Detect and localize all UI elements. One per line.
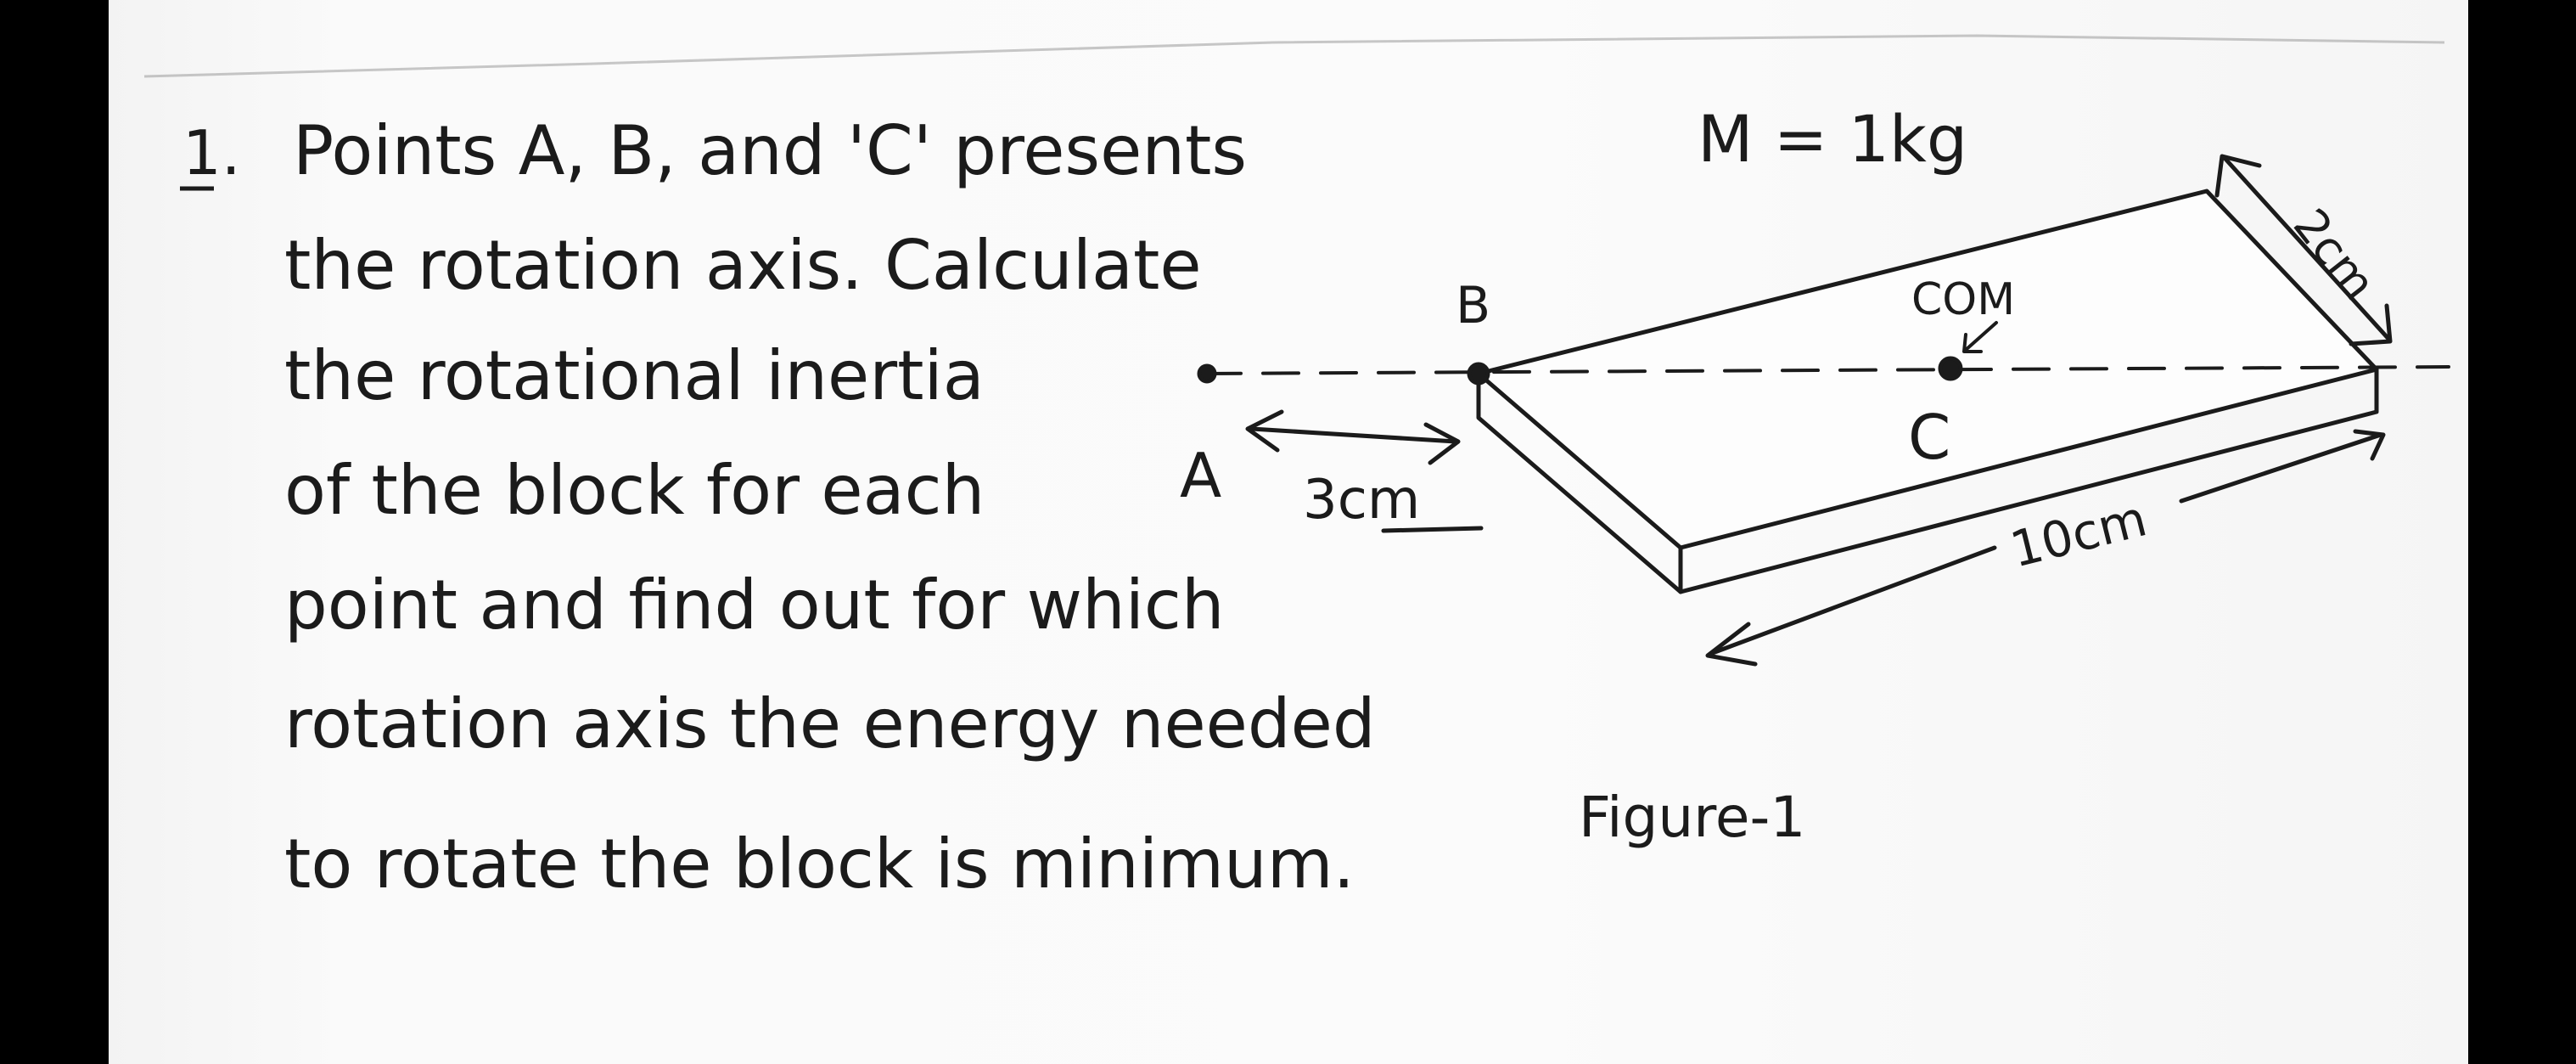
problem-line-2: the rotation axis. Calculate [284, 226, 1202, 305]
problem-line-4: of the block for each [284, 451, 985, 530]
label-c: C [1908, 402, 1950, 473]
com-pointer-arrow [1962, 321, 1998, 353]
block-front-face [1678, 367, 2379, 594]
block-figure [1197, 154, 2450, 667]
problem-line-3: the rotational inertia [284, 336, 985, 415]
point-c-com [1938, 356, 1963, 381]
length-arrow-lower [1708, 545, 1997, 656]
block-side-face [1476, 371, 1683, 594]
figure-caption: Figure-1 [1579, 785, 1805, 850]
problem-number: 1. [182, 117, 241, 189]
label-b: B [1456, 276, 1490, 335]
ab-arrowhead-right [1423, 422, 1461, 465]
problem-line-7: to rotate the block is minimum. [284, 825, 1355, 904]
ab-distance-arrow [1249, 426, 1458, 444]
rotation-axis [1204, 365, 2450, 375]
length-arrowhead-right [2353, 429, 2386, 461]
width-arrow [2221, 155, 2392, 342]
length-arrowhead-left [1705, 622, 1758, 667]
problem-line-1: Points A, B, and 'C' presents [293, 111, 1247, 190]
paper-sheet [109, 0, 2468, 1064]
problem-line-5: point and find out for which [284, 566, 1225, 645]
label-a: A [1180, 440, 1221, 511]
dim-3cm-underline [1381, 526, 1484, 533]
mass-label: M = 1kg [1698, 101, 1967, 177]
problem-text: 1. Points A, B, and 'C' presents the rot… [180, 111, 1376, 904]
ab-arrowhead-left [1245, 409, 1284, 453]
length-arrow-upper [2179, 432, 2383, 504]
label-com: COM [1911, 274, 2015, 325]
width-arrowhead-bottom [2349, 303, 2393, 346]
dim-ab-label: 3cm [1303, 469, 1420, 532]
point-a [1197, 363, 1217, 384]
problem-line-6: rotation axis the energy needed [284, 684, 1376, 763]
ruled-line [143, 34, 2445, 78]
width-arrowhead-top [2214, 154, 2262, 198]
point-b [1467, 362, 1490, 386]
